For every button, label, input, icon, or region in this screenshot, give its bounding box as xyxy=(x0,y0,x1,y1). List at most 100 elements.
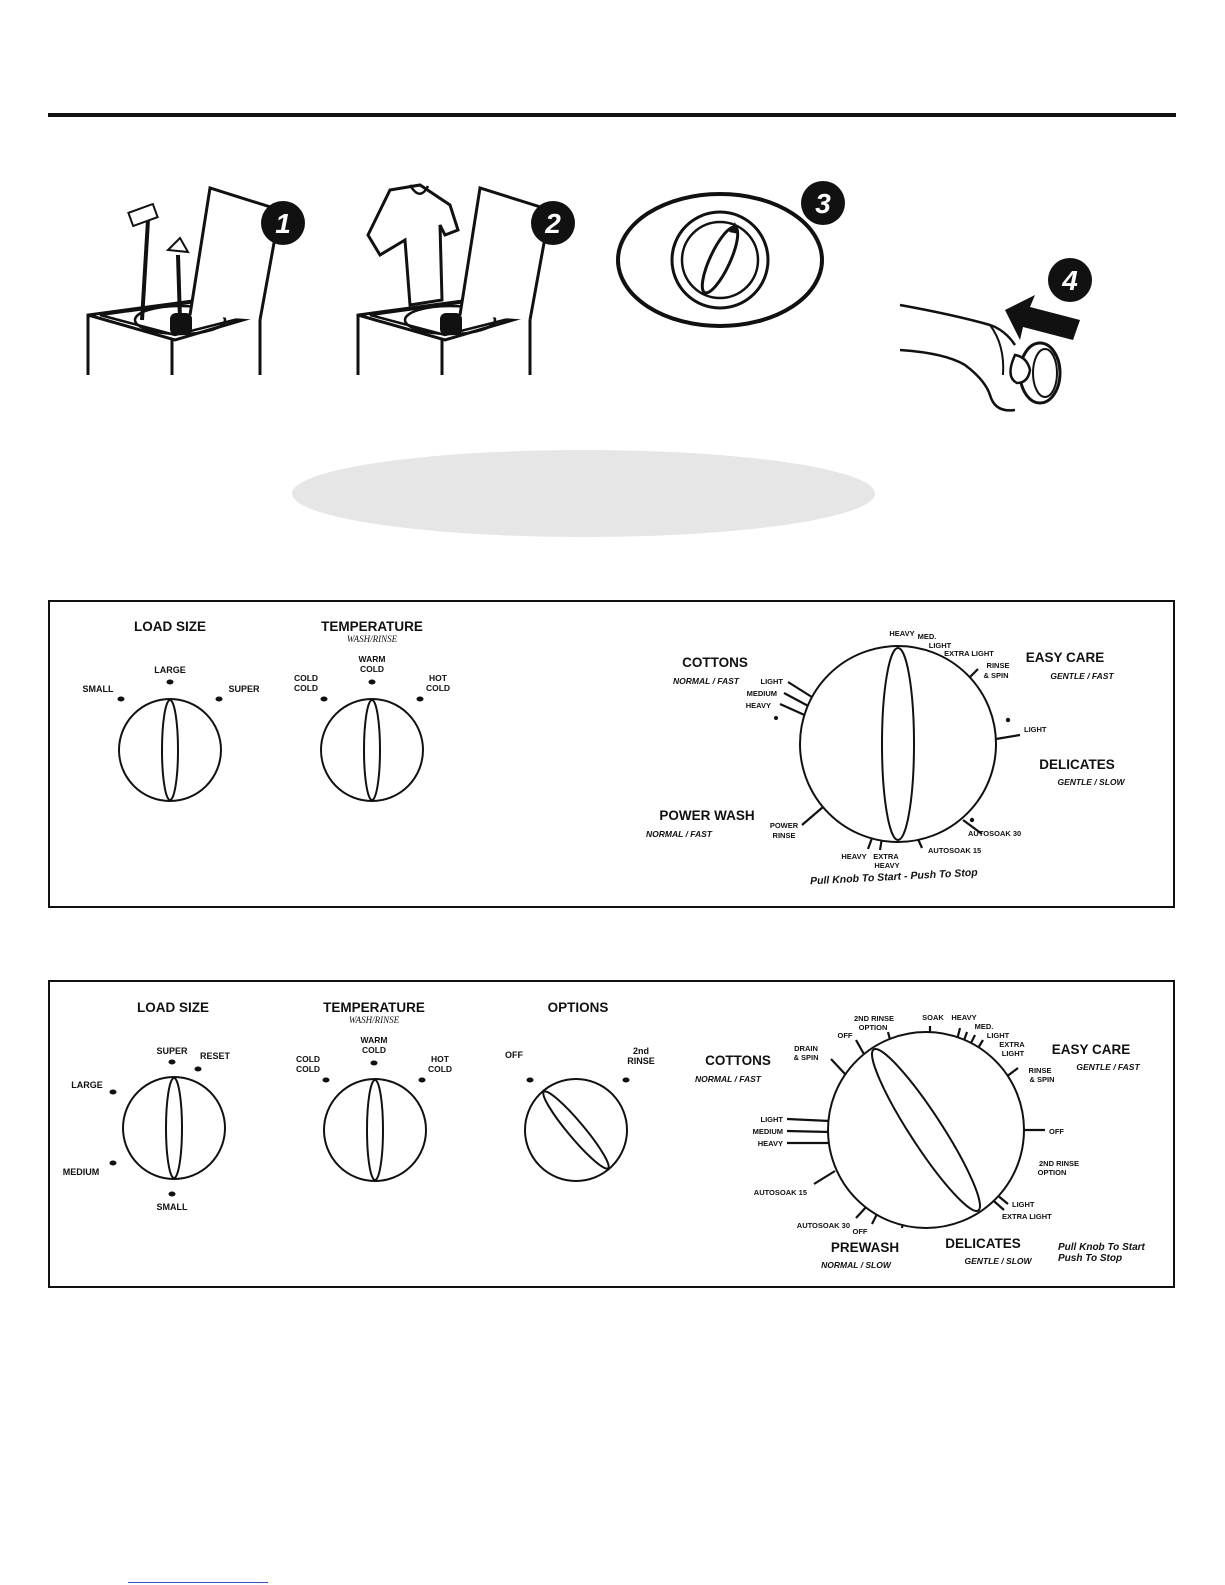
drain-label: DRAIN xyxy=(794,1044,818,1053)
svg-text:1: 1 xyxy=(275,208,291,239)
soak-label: SOAK xyxy=(922,1013,944,1022)
autosoak-15-label: AUTOSOAK 15 xyxy=(928,846,981,855)
easy-heavy-label: HEAVY xyxy=(889,629,914,638)
control-panel-1: LOAD SIZE SMALL LARGE SUPER TEMPERATURE … xyxy=(48,600,1175,908)
rinse-label-2: RINSE xyxy=(1029,1066,1052,1075)
step-2-badge: 2 xyxy=(531,201,575,245)
easy-care-subtitle-2: GENTLE / FAST xyxy=(1076,1062,1140,1072)
temp-cold-cold-label-2: COLD xyxy=(294,683,318,693)
step-1-illustration: 1 xyxy=(80,180,305,385)
pull-knob-hand-icon xyxy=(899,295,1080,412)
easy-med-label: MED. xyxy=(918,632,937,641)
temp-hot-label: HOT xyxy=(429,673,448,683)
power-wash-subtitle: NORMAL / FAST xyxy=(646,829,713,839)
svg-text:2: 2 xyxy=(544,208,561,239)
delicates-title-2: DELICATES xyxy=(945,1236,1021,1251)
temperature-title-2: TEMPERATURE xyxy=(323,1000,425,1015)
cottons-subtitle-2: NORMAL / FAST xyxy=(695,1074,762,1084)
temp2-warm-cold-label: COLD xyxy=(362,1045,386,1055)
cottons-medium-label-2: MEDIUM xyxy=(753,1127,783,1136)
temp-warm-cold-label: COLD xyxy=(360,664,384,674)
cycle-dial-icon xyxy=(616,192,824,328)
temperature-knob-group: TEMPERATURE WASH/RINSE COLD COLD WARM CO… xyxy=(294,619,450,802)
easy-care-title-2: EASY CARE xyxy=(1052,1042,1131,1057)
load-size-knob[interactable] xyxy=(118,698,222,802)
delicates-title: DELICATES xyxy=(1039,757,1115,772)
header-rule xyxy=(48,113,1176,117)
options-title: OPTIONS xyxy=(548,1000,609,1015)
temperature-title: TEMPERATURE xyxy=(321,619,423,634)
load-size-title-2: LOAD SIZE xyxy=(137,1000,209,1015)
easy-care-title: EASY CARE xyxy=(1026,650,1105,665)
rinse2-label-1: 2ND RINSE xyxy=(1039,1159,1079,1168)
cycle-knob-group-2: COTTONS NORMAL / FAST EASY CARE GENTLE /… xyxy=(695,1013,1146,1270)
cottons-subtitle: NORMAL / FAST xyxy=(673,676,740,686)
step-3-badge: 3 xyxy=(801,181,845,225)
options-2nd-label: 2nd xyxy=(633,1046,649,1056)
temperature-knob[interactable] xyxy=(320,698,424,802)
cycle-knob-2[interactable] xyxy=(827,1031,1025,1229)
temperature-subtitle-2: WASH/RINSE xyxy=(349,1015,400,1025)
off-right-label: OFF xyxy=(1049,1127,1064,1136)
temp-hot-cold-label: COLD xyxy=(426,683,450,693)
step-3-illustration: 3 xyxy=(615,180,855,335)
easy-light-label: LIGHT xyxy=(929,641,952,650)
delicates-extra-light-label-2: EXTRA LIGHT xyxy=(1002,1212,1052,1221)
autosoak-30-label: AUTOSOAK 30 xyxy=(968,829,1021,838)
cottons-heavy-label: HEAVY xyxy=(746,701,771,710)
power-label: POWER xyxy=(770,821,799,830)
load-super-label: SUPER xyxy=(156,1046,188,1056)
step-2-illustration: 2 xyxy=(350,180,575,385)
easy-extra-label-2: EXTRA xyxy=(999,1040,1025,1049)
delicates-subtitle-2: GENTLE / SLOW xyxy=(964,1256,1032,1266)
prewash-title: PREWASH xyxy=(831,1240,899,1255)
power-rinse-label: RINSE xyxy=(773,831,796,840)
temperature-subtitle: WASH/RINSE xyxy=(347,634,398,644)
delicates-light-label-2: LIGHT xyxy=(1012,1200,1035,1209)
step-1-badge: 1 xyxy=(261,201,305,245)
rinse-spin-label-2: & SPIN xyxy=(1029,1075,1054,1084)
autosoak-30-label-2: AUTOSOAK 30 xyxy=(797,1221,850,1230)
step-4-illustration: 4 xyxy=(895,255,1095,420)
load-size-knob-2[interactable] xyxy=(122,1076,226,1180)
temp2-hot-cold-label: COLD xyxy=(428,1064,452,1074)
svg-text:4: 4 xyxy=(1061,265,1078,296)
options-knob[interactable] xyxy=(524,1078,628,1182)
rinse-option-top-1: 2ND RINSE xyxy=(854,1014,894,1023)
temp-warm-label: WARM xyxy=(359,654,386,664)
cycle-knob[interactable] xyxy=(799,645,997,843)
rinse-option-top-2: OPTION xyxy=(859,1023,888,1032)
extra-heavy-label: HEAVY xyxy=(874,861,899,870)
autosoak-15-label-2: AUTOSOAK 15 xyxy=(754,1188,807,1197)
easy-extra-light-label: EXTRA LIGHT xyxy=(944,649,994,658)
options-off-label: OFF xyxy=(505,1050,523,1060)
load-size-super-label: SUPER xyxy=(228,684,260,694)
off-top-label: OFF xyxy=(838,1031,853,1040)
load-medium-label: MEDIUM xyxy=(63,1167,100,1177)
easy-light-label-2: LIGHT xyxy=(987,1031,1010,1040)
easy-extra-light-label-2: LIGHT xyxy=(1002,1049,1025,1058)
load-size-title: LOAD SIZE xyxy=(134,619,206,634)
washer-add-detergent-icon xyxy=(86,186,282,375)
load-size-small-label: SMALL xyxy=(83,684,114,694)
cycle-knob-group: COTTONS NORMAL / FAST EASY CARE GENTLE /… xyxy=(646,629,1125,887)
power-heavy-label: HEAVY xyxy=(841,852,866,861)
cottons-medium-label: MEDIUM xyxy=(747,689,777,698)
temp2-cold-label-2: COLD xyxy=(296,1064,320,1074)
rinse2-label-2: OPTION xyxy=(1038,1168,1067,1177)
options-rinse-label: RINSE xyxy=(627,1056,655,1066)
temperature-knob-group-2: TEMPERATURE WASH/RINSE COLD COLD WARM CO… xyxy=(296,1000,452,1182)
temperature-knob-2[interactable] xyxy=(323,1078,427,1182)
off-bottom-label: OFF xyxy=(853,1227,868,1236)
temp-cold-cold-label-1: COLD xyxy=(294,673,318,683)
load-size-large-label: LARGE xyxy=(154,665,186,675)
load-large-label: LARGE xyxy=(71,1080,103,1090)
load-size-knob-group-2: LOAD SIZE SUPER RESET LARGE MEDIUM SMALL xyxy=(63,1000,231,1212)
rinse-label: RINSE xyxy=(987,661,1010,670)
footer-link-line xyxy=(128,1582,268,1583)
extra-label: EXTRA xyxy=(873,852,899,861)
spin-label: & SPIN xyxy=(983,671,1008,680)
temp2-cold-label-1: COLD xyxy=(296,1054,320,1064)
load-small-label: SMALL xyxy=(157,1202,188,1212)
pull-knob-instruction-2b: Push To Stop xyxy=(1058,1253,1122,1264)
